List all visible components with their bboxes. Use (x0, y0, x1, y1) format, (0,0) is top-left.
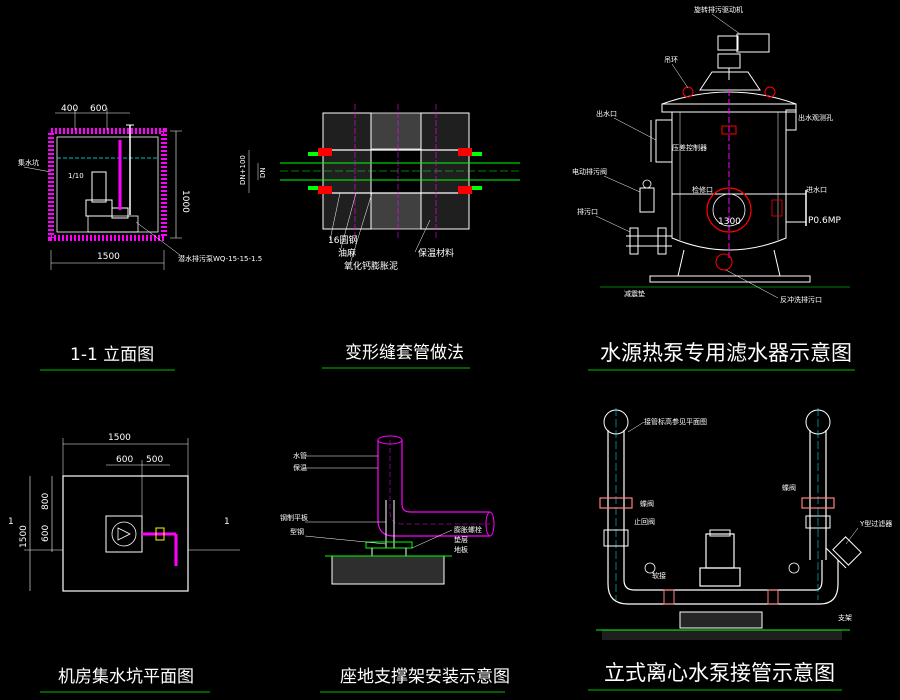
label-pump-note: 潜水排污泵WQ-15-15-1.5 (178, 254, 262, 263)
caption-sleeve: 变形缝套管做法 (345, 343, 464, 363)
label-pit: 集水坑 (18, 158, 39, 167)
dim-top-2: 600 (90, 104, 107, 114)
label-lift: 吊环 (664, 56, 678, 64)
label-right-top: 出水观测孔 (798, 113, 833, 122)
label-differential: 压差控制器 (672, 143, 707, 152)
label-elec-valve: 电动排污阀 (572, 167, 607, 176)
label-pad: 垫层 (454, 535, 468, 544)
label-bolt: 膨胀螺栓 (454, 525, 482, 534)
caption-pump: 立式离心水泵接管示意图 (604, 661, 835, 685)
dim-bottom: 1500 (97, 252, 120, 262)
dim-sleeve-a: DN+100 (239, 155, 247, 185)
dim-plan-top-a: 600 (116, 455, 133, 465)
panel-water-filter: 旋转排污驱动机 吊环 出水口 压差控制器 电动排污阀 排污口 检修口 1300 … (572, 5, 855, 371)
caption-floor-support: 座地支撑架安装示意图 (340, 667, 510, 687)
dim-plan-left-a: 800 (41, 493, 51, 510)
label-inlet: 进水口 (806, 185, 827, 194)
section-mark-left: 1 (8, 517, 14, 527)
label-pipe: 水管 (293, 451, 307, 460)
label-floor: 地板 (454, 545, 468, 554)
label-pressure: P0.6MP (808, 216, 842, 226)
label-valve-left: 蝶阀 (640, 499, 654, 508)
label-insulation: 保温材料 (418, 247, 454, 259)
panel-pit-plan: 1 1 1500 600 500 1500 800 600 机房集水坑平面图 (8, 433, 240, 693)
label-valve-right: 蝶阀 (782, 483, 796, 492)
label-steel: 型钢 (290, 527, 304, 536)
dim-sleeve-b: DN (259, 167, 267, 178)
caption-pit-plan: 机房集水坑平面图 (58, 667, 194, 687)
label-fill-2: 氧化钙膨胀泥 (344, 260, 398, 272)
panel-floor-support: 水管 保温 钢制平板 型钢 膨胀螺栓 垫层 地板 座地支撑架安装示意图 (280, 435, 510, 693)
panel-sleeve-detail: DN+100 DN 16圆钢 油麻 氧化钙膨胀泥 保温材料 变形缝套管做法 (239, 104, 520, 369)
dim-plan-top-b: 500 (146, 455, 163, 465)
caption-filter: 水源热泵专用滤水器示意图 (600, 341, 852, 365)
label-backwash: 反冲洗排污口 (780, 295, 822, 304)
panel-elevation-1-1: 400 600 1000 1500 集水坑 1/10 潜水排污泵WQ-15-15… (18, 104, 262, 371)
label-motor: 旋转排污驱动机 (694, 5, 743, 14)
caption-elevation: 1-1 立面图 (70, 345, 154, 365)
label-base: 减震垫 (624, 289, 645, 298)
label-dia: 1300 (718, 217, 741, 227)
dim-top-1: 400 (61, 104, 78, 114)
label-plate: 钢制平板 (280, 513, 308, 522)
dim-plan-left: 1500 (19, 525, 29, 548)
label-manhole: 检修口 (692, 185, 713, 194)
label-check: 止回阀 (634, 517, 655, 526)
label-steel-16: 16圆钢 (328, 234, 357, 246)
label-outlet-top: 出水口 (596, 109, 617, 118)
dim-right: 1000 (180, 190, 190, 213)
label-top: 接管标高参见平面图 (644, 417, 707, 426)
label-drain: 排污口 (577, 207, 598, 216)
label-soft: 软接 (652, 571, 666, 580)
label-support: 支架 (838, 613, 852, 622)
dim-plan-top: 1500 (108, 433, 131, 443)
label-pump-a: 1/10 (68, 172, 84, 180)
label-fill-1: 油麻 (338, 247, 356, 259)
label-y-filter: Y型过滤器 (859, 519, 892, 528)
section-mark-right: 1 (224, 517, 230, 527)
panel-pump-connection: 接管标高参见平面图 蝶阀 蝶阀 止回阀 软接 Y型过滤器 支架 立式离心水泵接管… (588, 408, 892, 691)
dim-plan-left-b: 600 (41, 525, 51, 542)
label-insul: 保温 (293, 463, 307, 472)
